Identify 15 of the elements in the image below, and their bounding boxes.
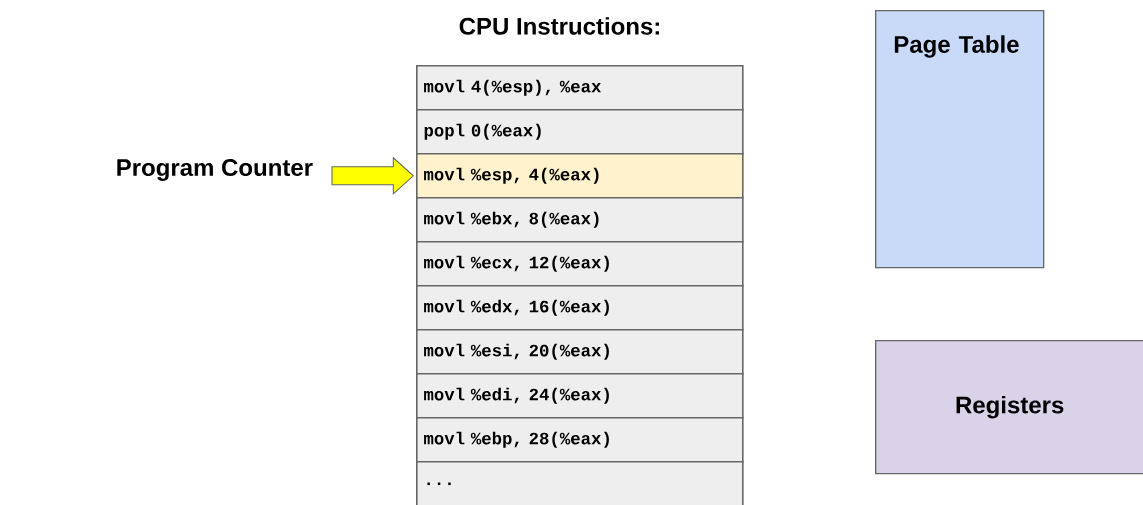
heading: CPU Instructions: — [459, 17, 659, 35]
instruction-row: movl %ebp, 28(%eax) — [416, 417, 744, 463]
registers-box: Registers — [875, 340, 1143, 475]
instruction-row: movl %esp, 4(%eax) — [416, 153, 744, 199]
instruction-row: movl %edx, 16(%eax) — [416, 285, 744, 331]
instruction-row: movl %edi, 24(%eax) — [416, 373, 744, 419]
instruction-row: popl 0(%eax) — [416, 109, 744, 155]
label: Program Counter — [117, 159, 313, 181]
instruction-row: movl 4(%esp), %eax — [416, 65, 744, 111]
block-arrow — [331, 156, 415, 195]
instruction-row: movl %ecx, 12(%eax) — [416, 241, 744, 287]
instruction-row: ... — [416, 461, 744, 505]
page-table-box: Page Table — [875, 10, 1045, 269]
instruction-row: movl %esi, 20(%eax) — [416, 329, 744, 375]
instruction-row: movl %ebx, 8(%eax) — [416, 197, 744, 243]
